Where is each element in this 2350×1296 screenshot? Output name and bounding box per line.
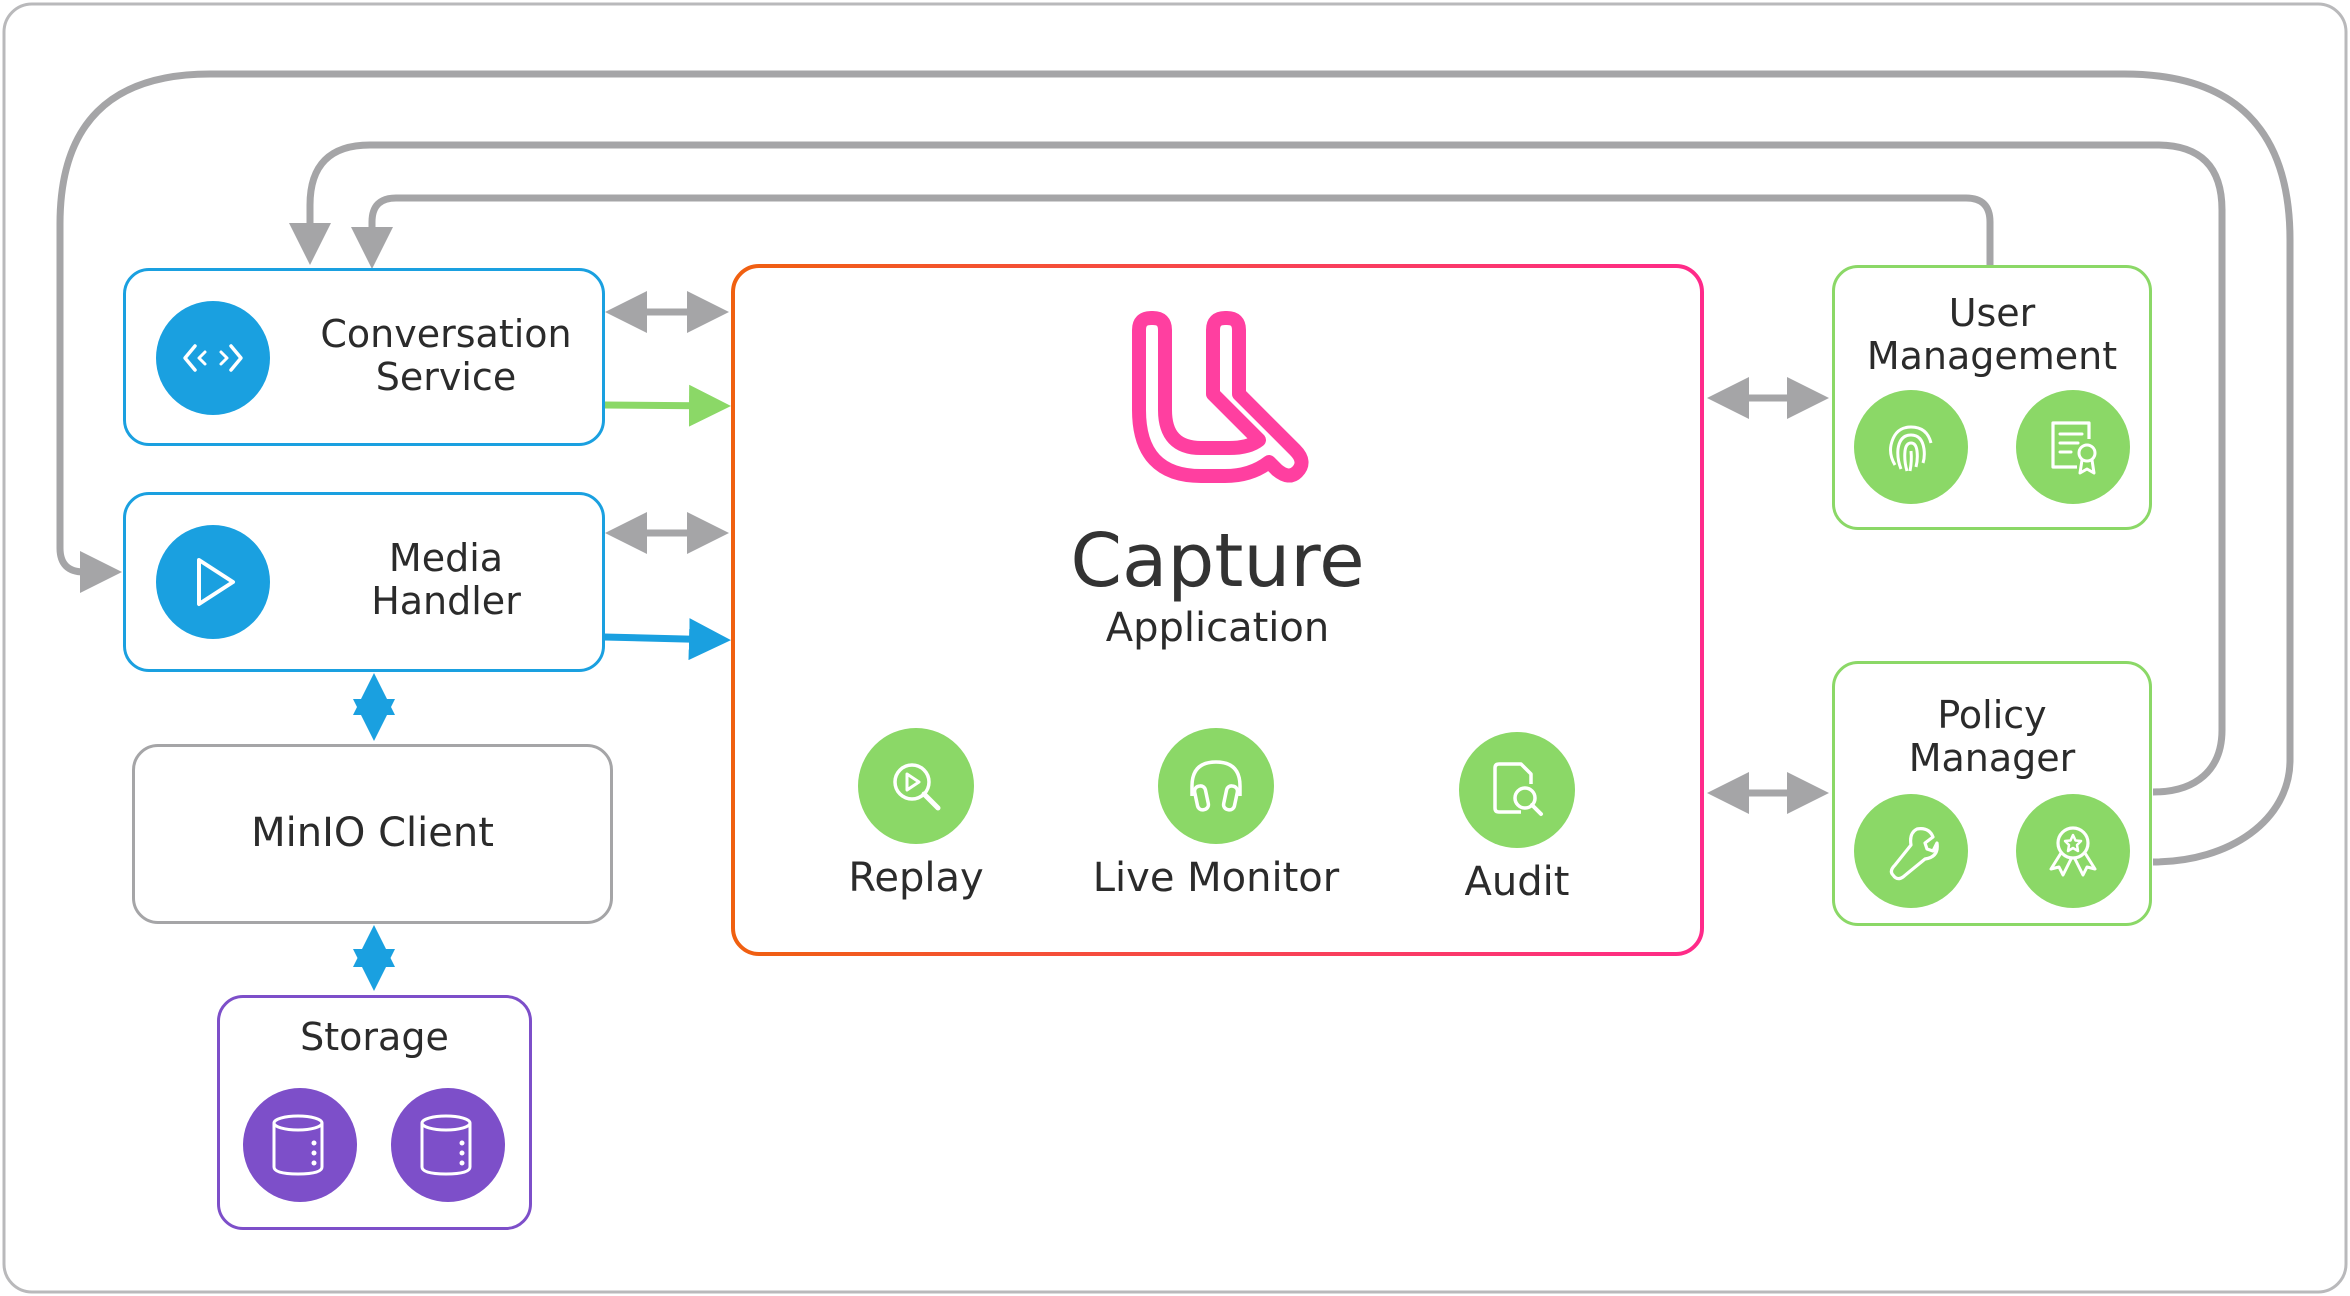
- feature-live-monitor-label: Live Monitor: [1092, 855, 1340, 901]
- loop-policy-to-conversation: [289, 141, 2226, 796]
- play-icon: [156, 525, 270, 639]
- feature-audit-label: Audit: [1464, 859, 1570, 905]
- app-subtitle: Application: [1105, 605, 1330, 651]
- fingerprint-icon[interactable]: [1854, 390, 1968, 504]
- user-management-line2: Management: [1866, 333, 2118, 378]
- conversation-service-box[interactable]: Conversation Service: [123, 268, 605, 446]
- policy-manager-label: Policy Manager: [1835, 694, 2149, 779]
- media-handler-box[interactable]: Media Handler: [123, 492, 605, 672]
- user-management-box[interactable]: User Management: [1832, 265, 2152, 530]
- user-management-label: User Management: [1835, 292, 2149, 377]
- capture-application[interactable]: Capture Application Replay Live Monitor …: [733, 266, 1702, 954]
- loop-policy-to-media: [56, 70, 2294, 866]
- media-handler-line2: Handler: [371, 578, 521, 623]
- storage-box[interactable]: Storage: [217, 995, 532, 1230]
- policy-manager-line2: Manager: [1908, 735, 2076, 780]
- document-search-icon[interactable]: [1459, 732, 1575, 848]
- headset-icon[interactable]: [1158, 728, 1274, 844]
- policy-manager-line1: Policy: [1937, 693, 2047, 737]
- database-icon: [391, 1088, 505, 1202]
- storage-label: Storage: [300, 1015, 449, 1059]
- wrench-icon[interactable]: [1854, 794, 1968, 908]
- conversation-service-line1: Conversation: [320, 312, 572, 356]
- media-handler-label: Media Handler: [316, 537, 576, 622]
- loop-user-to-conversation: [351, 194, 1994, 269]
- app-title: Capture: [1070, 518, 1365, 604]
- user-management-line1: User: [1948, 291, 2036, 335]
- award-icon[interactable]: [2016, 794, 2130, 908]
- replay-search-icon[interactable]: [858, 728, 974, 844]
- arrow-media-to-app: [603, 618, 731, 661]
- minio-client-label: MinIO Client: [251, 810, 494, 856]
- conversation-service-line2: Service: [375, 354, 517, 399]
- arrow-conversation-to-app: [603, 384, 731, 427]
- minio-client-box[interactable]: MinIO Client: [132, 744, 613, 924]
- certificate-icon[interactable]: [2016, 390, 2130, 504]
- capture-u-logo: [1109, 310, 1319, 490]
- feature-replay-label: Replay: [848, 855, 984, 901]
- policy-manager-box[interactable]: Policy Manager: [1832, 661, 2152, 926]
- media-handler-line1: Media: [388, 536, 504, 580]
- conversation-service-label: Conversation Service: [296, 313, 596, 398]
- database-icon: [243, 1088, 357, 1202]
- code-icon: [156, 301, 270, 415]
